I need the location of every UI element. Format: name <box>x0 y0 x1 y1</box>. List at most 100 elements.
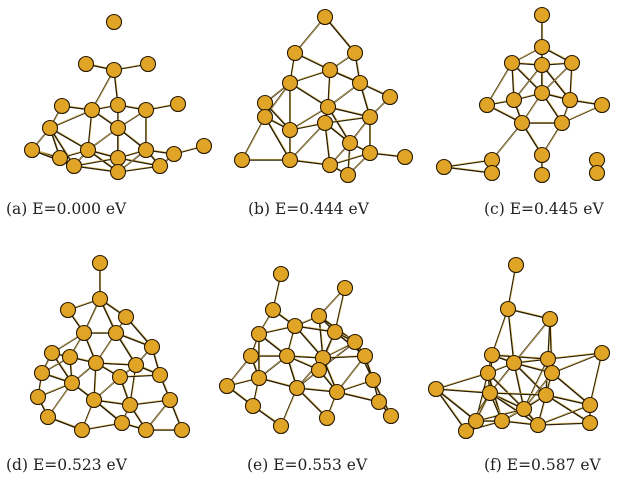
bond-highlight <box>265 115 292 160</box>
bond-line <box>551 352 603 374</box>
atom-sphere <box>316 114 334 132</box>
bond-highlight <box>548 351 604 359</box>
atom-sphere <box>507 256 525 274</box>
atom-sphere <box>61 348 79 366</box>
atom-sphere <box>83 101 101 119</box>
bond-highlight <box>490 391 540 425</box>
atom-sphere <box>23 141 41 159</box>
atom-sphere <box>264 301 282 319</box>
atom-sphere <box>169 95 187 113</box>
bond-line <box>545 394 591 424</box>
atom-sphere <box>503 54 521 72</box>
atom-sphere <box>533 84 551 102</box>
atom-sphere <box>137 141 155 159</box>
atom-sphere <box>195 137 213 155</box>
bond-line <box>435 372 489 390</box>
atom-sphere <box>107 324 125 342</box>
atom-sphere <box>29 388 47 406</box>
atom-sphere <box>533 146 551 164</box>
atom-sphere <box>121 396 139 414</box>
atom-sphere <box>356 347 374 365</box>
atom-sphere <box>281 121 299 139</box>
atom-sphere <box>85 391 103 409</box>
caption-a: (a) E=0.000 eV <box>6 200 127 218</box>
caption-e: (e) E=0.553 eV <box>247 456 368 474</box>
atom-sphere <box>59 301 77 319</box>
bond-highlight <box>488 371 526 409</box>
atom-sphere <box>137 421 155 439</box>
bond-line <box>487 372 525 410</box>
atom-sphere <box>250 325 268 343</box>
atom-sphere <box>105 61 123 79</box>
bond-line <box>264 116 291 161</box>
cluster-structure-a <box>23 13 213 181</box>
atom-sphere <box>581 396 599 414</box>
caption-f: (f) E=0.587 eV <box>484 456 601 474</box>
atom-sphere <box>286 44 304 62</box>
bond-line <box>537 422 591 426</box>
cluster-structure-c <box>435 6 611 184</box>
atom-sphere <box>109 163 127 181</box>
atom-sphere <box>457 422 475 440</box>
atom-sphere <box>242 347 260 365</box>
bond-line <box>523 358 549 410</box>
caption-b: (b) E=0.444 eV <box>248 200 369 218</box>
atom-sphere <box>256 108 274 126</box>
atom-sphere <box>281 74 299 92</box>
bond-line <box>589 352 603 406</box>
atom-sphere <box>51 149 69 167</box>
atom-sphere <box>382 407 400 425</box>
atom-sphere <box>256 94 274 112</box>
bond-line <box>435 388 491 394</box>
cluster-panel-a <box>20 10 215 185</box>
atom-sphere <box>65 157 83 175</box>
atom-sphere <box>281 151 299 169</box>
bond-line <box>489 392 547 396</box>
atom-sphere <box>427 380 445 398</box>
atom-sphere <box>310 361 328 379</box>
cluster-panel-c <box>432 5 612 185</box>
atom-sphere <box>173 421 191 439</box>
atom-sphere <box>316 8 334 26</box>
atom-sphere <box>539 350 557 368</box>
atom-sphere <box>151 157 169 175</box>
bond-line <box>241 116 266 161</box>
atom-sphere <box>533 166 551 184</box>
atom-sphere <box>513 114 531 132</box>
bond-highlight <box>436 387 492 393</box>
bond-line <box>537 404 591 426</box>
atom-sphere <box>111 368 129 386</box>
atom-sphere <box>39 408 57 426</box>
atom-sphere <box>483 164 501 182</box>
atom-sphere <box>233 151 251 169</box>
atom-sphere <box>272 265 290 283</box>
atom-sphere <box>53 97 71 115</box>
atom-sphere <box>33 364 51 382</box>
atom-sphere <box>127 356 145 374</box>
atom-sphere <box>105 13 123 31</box>
bond-line <box>489 392 539 426</box>
bond-line <box>443 159 493 168</box>
atom-sphere <box>541 310 559 328</box>
atom-sphere <box>336 279 354 297</box>
atom-sphere <box>499 300 517 318</box>
atom-sphere <box>250 369 268 387</box>
atom-sphere <box>139 55 157 73</box>
atom-sphere <box>165 145 183 163</box>
atom-sphere <box>479 364 497 382</box>
atom-sphere <box>481 384 499 402</box>
atom-sphere <box>137 101 155 119</box>
atom-sphere <box>529 416 547 434</box>
atom-sphere <box>328 383 346 401</box>
cluster-panel-f <box>420 255 615 440</box>
atom-sphere <box>91 254 109 272</box>
atom-sphere <box>563 54 581 72</box>
bond-highlight <box>490 391 548 395</box>
cluster-panel-e <box>215 260 405 440</box>
atom-sphere <box>321 156 339 174</box>
atom-sphere <box>79 141 97 159</box>
bond-highlight <box>508 307 516 363</box>
cluster-panel-d <box>20 254 200 440</box>
bond-line <box>507 308 515 364</box>
